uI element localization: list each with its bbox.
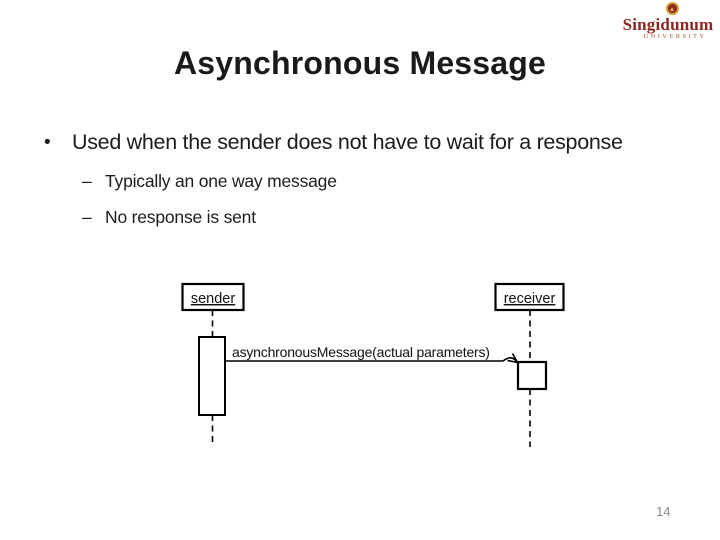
university-logo: Singidunum University — [620, 2, 716, 41]
dash-marker: – — [82, 171, 92, 191]
sender-activation-bar — [198, 336, 226, 416]
message-label: asynchronousMessage(actual parameters) — [232, 344, 490, 360]
sequence-diagram: sender receiver asynchronousMessage(actu… — [181, 282, 565, 447]
sender-object-label: sender — [191, 291, 236, 307]
sub-bullet-item-1: – Typically an one way message — [82, 171, 337, 192]
open-arrowhead-icon — [507, 353, 519, 364]
bullet-item-main: • Used when the sender does not have to … — [44, 130, 623, 155]
page-number: 14 — [656, 504, 671, 519]
bullet-text: Used when the sender does not have to wa… — [72, 130, 623, 154]
university-emblem-icon — [666, 2, 679, 15]
sender-object-box — [181, 282, 245, 312]
receiver-activation-box — [516, 360, 548, 391]
sub-bullet-item-2: – No response is sent — [82, 207, 256, 228]
receiver-object-box — [494, 282, 565, 312]
logo-subtitle: University — [643, 33, 707, 40]
logo-name: Singidunum — [622, 15, 714, 34]
dash-marker: – — [82, 207, 92, 227]
bullet-marker: • — [44, 132, 51, 153]
sub-bullet-text: No response is sent — [105, 207, 256, 227]
sub-bullet-text: Typically an one way message — [105, 171, 337, 191]
slide-title: Asynchronous Message — [173, 45, 547, 81]
receiver-object-label: receiver — [504, 291, 556, 307]
